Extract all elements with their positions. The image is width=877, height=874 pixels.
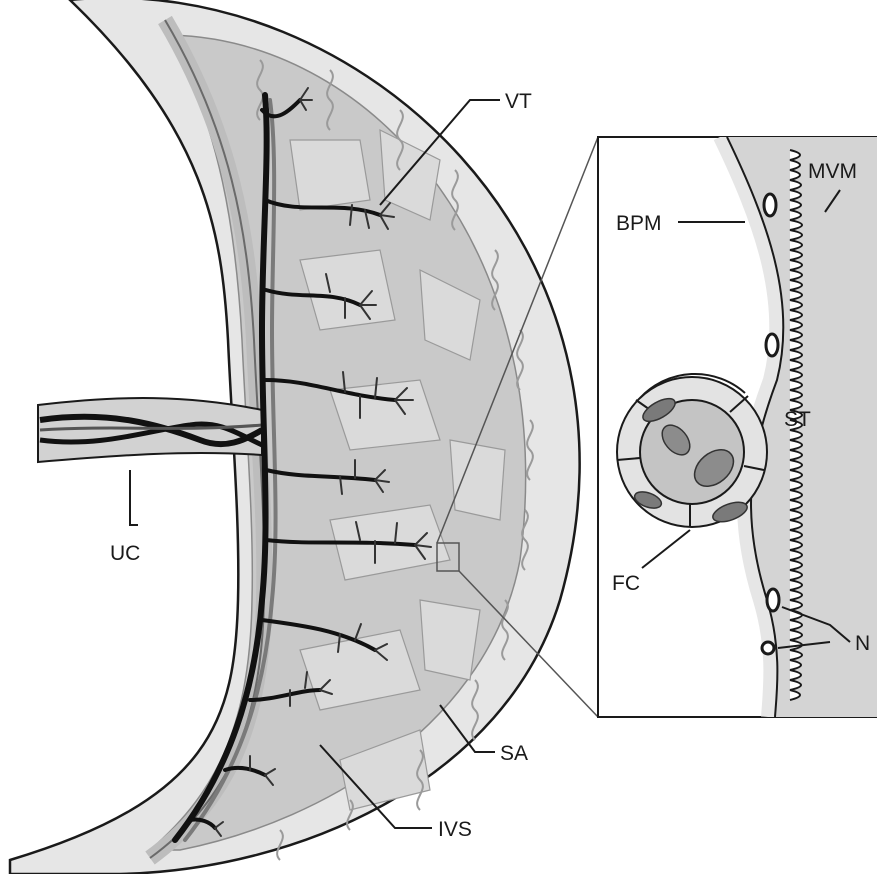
nucleus [766, 334, 778, 356]
label-ivs: IVS [438, 818, 472, 841]
label-vt: VT [505, 90, 532, 113]
label-mvm: MVM [808, 160, 857, 183]
label-sa: SA [500, 742, 528, 765]
nucleus [764, 194, 776, 216]
nucleus [762, 642, 774, 654]
leader-uc [130, 470, 138, 525]
label-n: N [855, 632, 870, 655]
label-bpm: BPM [616, 212, 662, 235]
label-uc: UC [110, 542, 140, 565]
nucleus [767, 589, 779, 611]
umbilical-cord [38, 398, 262, 462]
label-fc: FC [612, 572, 640, 595]
label-st: ST [784, 408, 811, 431]
